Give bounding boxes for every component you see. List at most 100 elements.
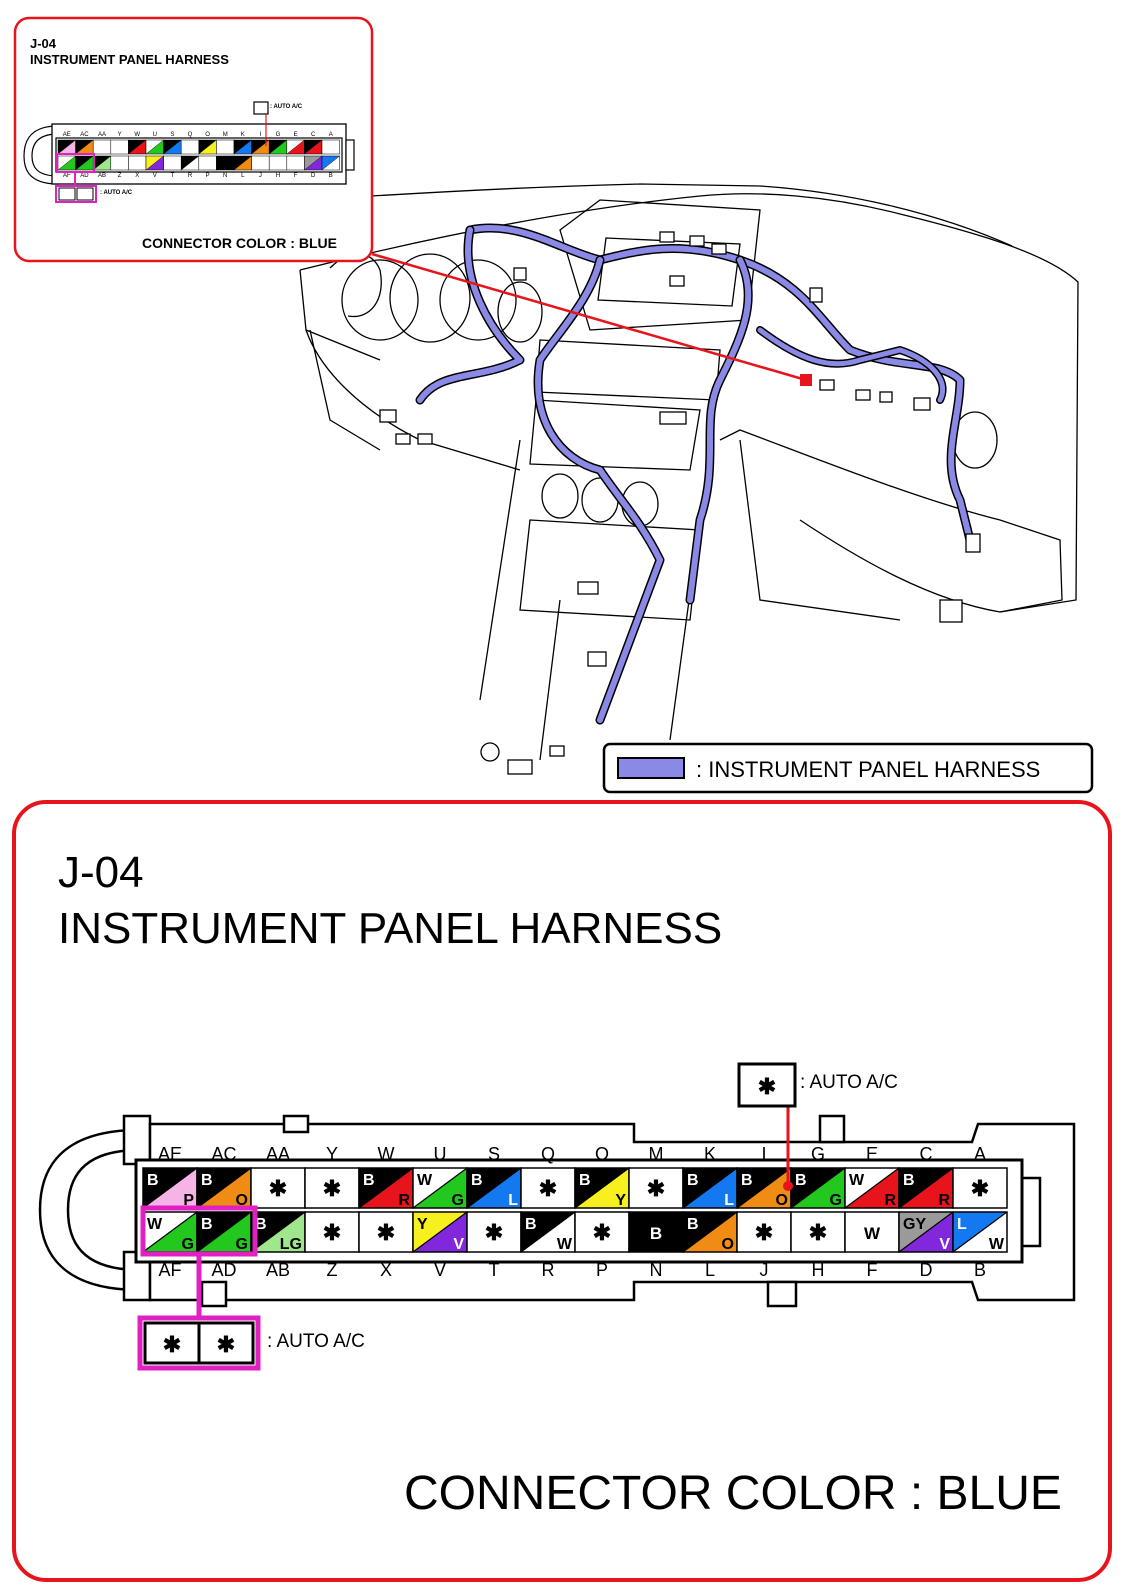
top-pin-label: S (488, 1144, 500, 1164)
inset-top-pin-label: O (205, 132, 210, 138)
main-bottom-row-pin-11: BO (682, 1211, 738, 1253)
inset-bottom-pin-label: J (259, 173, 262, 179)
top-pin-label: K (704, 1144, 716, 1164)
inset-bottom-pin-label: N (223, 173, 227, 179)
main-top-row-pin-10: ✱ (628, 1167, 684, 1209)
top-pin-label: E (866, 1144, 878, 1164)
inset-bottom-row-pin-11 (233, 155, 252, 171)
auto-ac-note-bottom: : AUTO A/C (267, 1331, 365, 1352)
svg-text:✱: ✱ (269, 1176, 287, 1201)
svg-text:R: R (884, 1192, 896, 1209)
bottom-pin-label: Z (327, 1260, 338, 1280)
bottom-pin-label: AF (158, 1260, 181, 1280)
inset-top-pin-label: AA (98, 132, 106, 138)
main-title: INSTRUMENT PANEL HARNESS (58, 904, 723, 953)
legend-label: : INSTRUMENT PANEL HARNESS (696, 757, 1041, 782)
main-bottom-row-pin-1: WG (142, 1211, 198, 1253)
legend-swatch (617, 757, 685, 779)
svg-text:B: B (795, 1172, 807, 1189)
main-bottom-row-pin-6: YV (412, 1211, 468, 1253)
inset-connector-id: J-04 (30, 36, 57, 51)
svg-text:B: B (255, 1216, 267, 1233)
svg-text:P: P (183, 1192, 194, 1209)
svg-text:L: L (508, 1192, 518, 1209)
inset-bottom-row-pin-2 (75, 155, 94, 171)
inset-top-row-pin-6 (145, 139, 164, 155)
svg-text:✱: ✱ (593, 1220, 611, 1245)
inset-bottom-row-pin-6 (145, 155, 164, 171)
main-top-row-pin-6: WG (412, 1167, 468, 1209)
inset-top-row-pin-8 (180, 139, 200, 155)
svg-text:G: G (452, 1192, 464, 1209)
inset-top-pin-label: G (276, 132, 281, 138)
inset-auto-ac-note-top: : AUTO A/C (270, 104, 303, 110)
inset-bottom-row-pin-15 (304, 155, 323, 171)
main-bottom-row-pin-9: ✱ (574, 1211, 630, 1253)
svg-text:✱: ✱ (755, 1220, 773, 1245)
main-connector-face: BPBO✱✱BRWGBL✱BY✱BLBOBGWRBR✱WGBGBLG✱✱YV✱B… (38, 1062, 1076, 1371)
svg-text:R: R (398, 1192, 410, 1209)
svg-text:✱: ✱ (758, 1074, 776, 1099)
top-pin-label: M (649, 1144, 664, 1164)
svg-text:R: R (938, 1192, 950, 1209)
inset-top-row-pin-7 (163, 139, 182, 155)
svg-text:✱: ✱ (539, 1176, 557, 1201)
svg-text:O: O (776, 1192, 788, 1209)
svg-text:B: B (903, 1172, 915, 1189)
svg-text:✱: ✱ (217, 1332, 235, 1357)
svg-text:✱: ✱ (163, 1332, 181, 1357)
inset-bottom-row-pin-10 (216, 155, 235, 171)
inset-top-row-pin-2 (75, 139, 94, 155)
inset-top-row-pin-16 (321, 139, 340, 155)
main-top-row-pin-12: BO (736, 1167, 792, 1209)
svg-text:G: G (182, 1236, 194, 1253)
inset-bottom-row-pin-14 (286, 155, 305, 171)
inset-bottom-pin-label: D (311, 173, 316, 179)
inset-bottom-pin-label: V (153, 173, 157, 179)
main-bottom-row-pin-12: ✱ (736, 1211, 792, 1253)
svg-text:B: B (650, 1224, 662, 1243)
svg-text:L: L (724, 1192, 734, 1209)
svg-text:W: W (557, 1236, 573, 1253)
inset-top-pin-label: Y (118, 132, 122, 138)
inset-top-pin-label: M (223, 132, 228, 138)
main-bottom-row-pin-2: BG (196, 1211, 252, 1253)
inset-top-row-pin-11 (233, 139, 252, 155)
main-bottom-row-pin-14: W (844, 1211, 900, 1253)
inset-bottom-row-pin-4 (110, 155, 129, 171)
inset-bottom-row-pin-1 (57, 155, 76, 171)
inset-bottom-pin-label: AD (80, 173, 89, 179)
inset-bottom-pin-label: F (294, 173, 298, 179)
svg-text:B: B (687, 1216, 699, 1233)
main-top-row-pin-3: ✱ (250, 1167, 306, 1209)
svg-text:B: B (579, 1172, 591, 1189)
inset-top-row-pin-10 (216, 139, 235, 155)
svg-text:✱: ✱ (485, 1220, 503, 1245)
top-pin-label: W (378, 1144, 395, 1164)
inset-top-row-pin-3 (92, 139, 112, 155)
main-top-row-pin-5: BR (358, 1167, 414, 1209)
svg-text:V: V (453, 1236, 464, 1253)
bottom-pin-label: X (380, 1260, 392, 1280)
inset-bottom-row-pin-16 (321, 155, 340, 171)
bottom-pin-label: B (974, 1260, 986, 1280)
auto-ac-callout-top (737, 1062, 797, 1108)
inset-top-row-pin-15 (304, 139, 323, 155)
inset-bottom-pin-label: H (276, 173, 280, 179)
inset-bottom-pin-label: L (241, 173, 245, 179)
inset-bottom-row-pin-5 (128, 155, 147, 171)
inset-top-row-pin-9 (198, 139, 217, 155)
top-pin-label: AC (211, 1144, 236, 1164)
bottom-pin-label: AB (266, 1260, 290, 1280)
main-bottom-row-pin-13: ✱ (790, 1211, 846, 1253)
inset-auto-ac-note-bottom: : AUTO A/C (100, 190, 133, 196)
inset-top-pin-label: U (153, 132, 157, 138)
svg-text:B: B (687, 1172, 699, 1189)
bottom-pin-label: H (812, 1260, 825, 1280)
main-top-row-pin-1: BP (142, 1167, 198, 1209)
main-top-row-pin-9: BY (574, 1167, 630, 1209)
top-pin-label: A (974, 1144, 986, 1164)
svg-text:O: O (722, 1236, 734, 1253)
inset-top-pin-label: S (170, 132, 174, 138)
